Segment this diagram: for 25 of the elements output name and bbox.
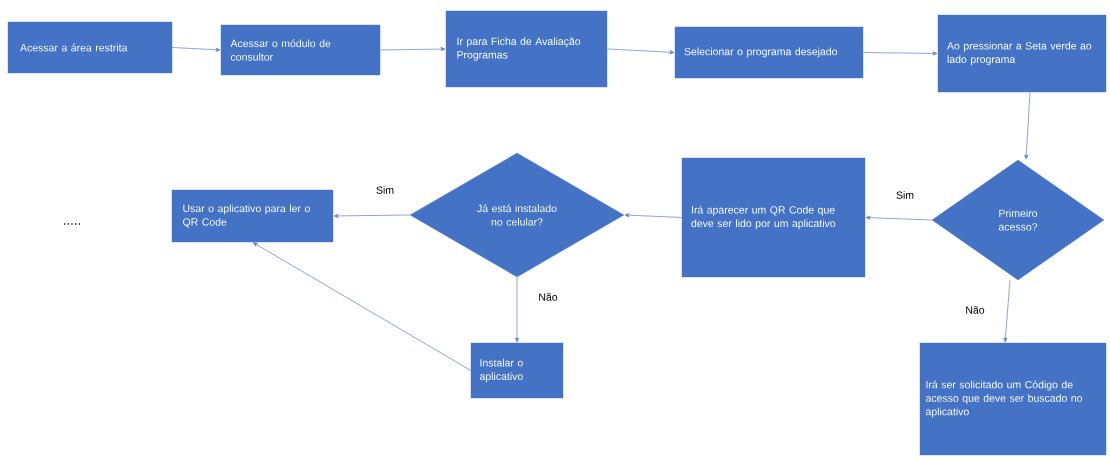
edge-label: Não — [964, 305, 986, 315]
arrow — [1024, 91, 1031, 160]
edge-label: Sim — [374, 185, 396, 195]
process-box: Irá aparecer um QR Code que deve ser lido por um aplicativo — [681, 157, 866, 278]
arrow — [862, 51, 938, 56]
arrow — [514, 276, 520, 343]
process-box: Selecionar o programa desejado — [674, 26, 864, 79]
arrow — [624, 213, 683, 218]
arrow — [379, 47, 446, 52]
edge-label: Não — [537, 292, 559, 302]
arrow — [252, 242, 472, 371]
arrow — [1003, 279, 1011, 343]
process-box: Usar o aplicativo para ler o QR Code — [171, 189, 334, 243]
arrow — [606, 48, 675, 55]
edge-label: Sim — [894, 190, 916, 200]
arrow — [171, 47, 221, 52]
process-box: Acessar a área restrita — [7, 21, 173, 74]
process-box: Irá ser solicitado um Código de acesso que deve ser buscado no aplicativo — [919, 342, 1107, 456]
arrow — [333, 213, 411, 218]
process-box: Ir para Ficha de Avaliação Programas — [445, 10, 608, 88]
ellipsis-label: ..... — [64, 223, 80, 225]
process-box: Instalar o aplicativo — [470, 342, 564, 399]
process-box: Ao pressionar a Seta verde ao lado programa — [937, 14, 1107, 93]
process-box: Acessar o módulo de consultor — [220, 24, 381, 76]
arrow — [865, 215, 933, 221]
